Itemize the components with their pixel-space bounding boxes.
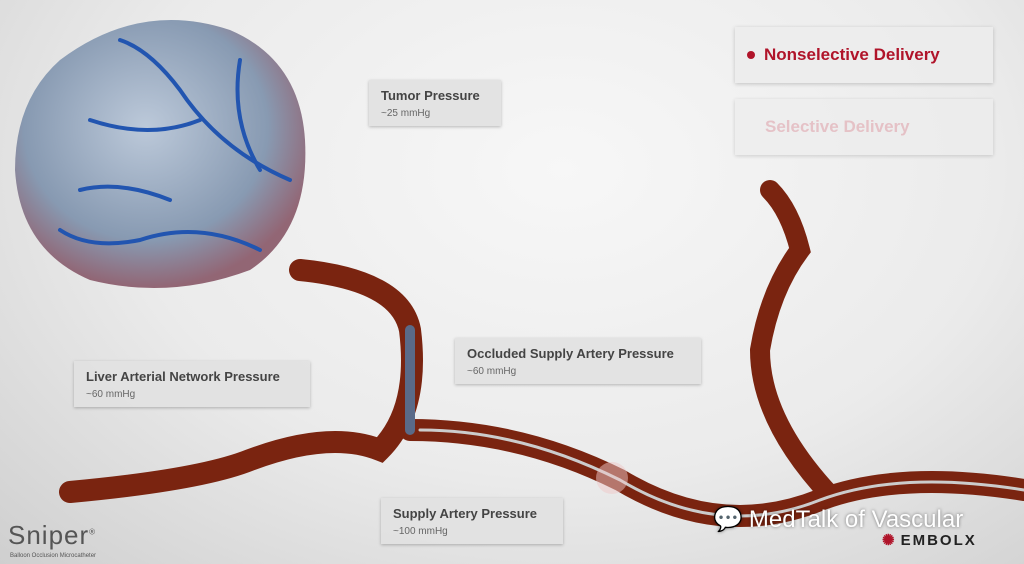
selective-delivery-button[interactable]: Selective Delivery [735, 99, 993, 155]
label-value: ~100 mmHg [393, 526, 448, 537]
active-dot-icon [747, 51, 755, 59]
brand-subtitle: Balloon Occlusion Microcatheter [10, 553, 97, 559]
menu-label: Nonselective Delivery [764, 45, 940, 64]
label-value: ~60 mmHg [86, 389, 136, 400]
label-title: Occluded Supply Artery Pressure [467, 346, 674, 361]
wechat-icon: 💬 [713, 506, 743, 533]
label-value: ~25 mmHg [381, 108, 431, 119]
sniper-logo: Sniper® [8, 520, 97, 550]
supply-pressure-label: Supply Artery Pressure ~100 mmHg [381, 498, 563, 544]
label-title: Liver Arterial Network Pressure [86, 369, 280, 384]
logo-icon: ✺ [882, 532, 897, 549]
label-title: Supply Artery Pressure [393, 506, 538, 521]
tumor [15, 20, 306, 288]
nonselective-delivery-button[interactable]: Nonselective Delivery [735, 27, 993, 83]
label-title: Tumor Pressure [381, 88, 480, 103]
liver-pressure-label: Liver Arterial Network Pressure ~60 mmHg [74, 361, 310, 407]
tumor-pressure-label: Tumor Pressure ~25 mmHg [369, 80, 501, 126]
artery [59, 180, 1024, 527]
menu-label: Selective Delivery [765, 117, 910, 136]
label-value: ~60 mmHg [467, 366, 517, 377]
occluded-pressure-label: Occluded Supply Artery Pressure ~60 mmHg [455, 338, 701, 384]
watermark: 💬MedTalk of Vascular [713, 505, 964, 534]
embolx-logo: ✺EMBOLX [882, 531, 977, 550]
